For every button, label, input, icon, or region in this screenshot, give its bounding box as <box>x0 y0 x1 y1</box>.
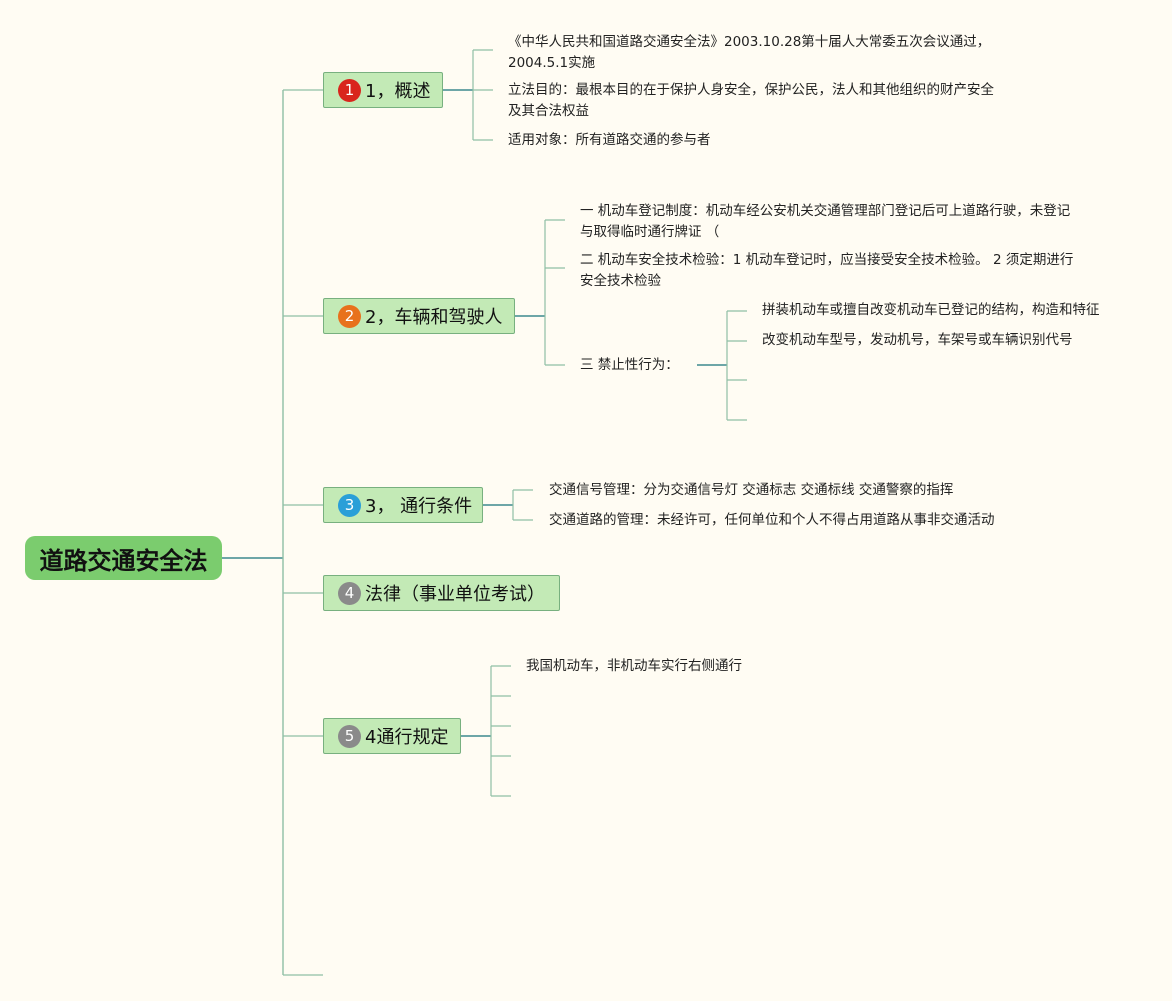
number-badge-icon: 5 <box>338 724 361 748</box>
leaf-prohibited-alteration[interactable]: 改变机动车型号，发动机号，车架号或车辆识别代号 <box>762 332 1073 348</box>
root-topic[interactable]: 道路交通安全法 <box>25 536 222 580</box>
topic-label: 1，概述 <box>365 81 431 102</box>
topic-label: 3， 通行条件 <box>365 496 473 517</box>
topic-label: 2，车辆和驾驶人 <box>365 307 503 328</box>
leaf-road-management[interactable]: 交通道路的管理：未经许可，任何单位和个人不得占用道路从事非交通活动 <box>549 512 995 528</box>
root-label: 道路交通安全法 <box>39 546 208 575</box>
leaf-registration-system[interactable]: 一 机动车登记制度：机动车经公安机关交通管理部门登记后可上道路行驶，未登记与取得… <box>580 203 1071 240</box>
leaf-legislative-purpose[interactable]: 立法目的：最根本目的在于保护人身安全，保护公民，法人和其他组织的财产安全及其合法… <box>508 82 994 119</box>
topic-traffic-conditions[interactable]: 3 3， 通行条件 <box>323 487 483 523</box>
number-badge-icon: 3 <box>338 493 361 517</box>
topic-vehicles-drivers[interactable]: 2 2，车辆和驾驶人 <box>323 298 515 334</box>
number-badge-icon: 2 <box>338 304 361 328</box>
topic-label: 法律（事业单位考试） <box>365 584 545 605</box>
number-badge-icon: 1 <box>338 78 361 102</box>
leaf-applicable-subjects[interactable]: 适用对象：所有道路交通的参与者 <box>508 132 711 148</box>
leaf-signal-management[interactable]: 交通信号管理：分为交通信号灯 交通标志 交通标线 交通警察的指挥 <box>549 482 954 498</box>
leaf-right-side-traffic[interactable]: 我国机动车，非机动车实行右侧通行 <box>526 658 742 674</box>
leaf-prohibited-acts[interactable]: 三 禁止性行为： <box>580 357 679 373</box>
topic-overview[interactable]: 1 1，概述 <box>323 72 443 108</box>
topic-traffic-rules[interactable]: 5 4通行规定 <box>323 718 461 754</box>
number-badge-icon: 4 <box>338 581 361 605</box>
leaf-safety-inspection[interactable]: 二 机动车安全技术检验：1 机动车登记时，应当接受安全技术检验。 2 须定期进行… <box>580 252 1074 289</box>
leaf-prohibited-assembly[interactable]: 拼装机动车或擅自改变机动车已登记的结构，构造和特征 <box>762 302 1100 318</box>
topic-label: 4通行规定 <box>365 727 449 748</box>
leaf-law-enactment[interactable]: 《中华人民共和国道路交通安全法》2003.10.28第十届人大常委五次会议通过，… <box>508 34 991 71</box>
topic-law-exam[interactable]: 4 法律（事业单位考试） <box>323 575 560 611</box>
